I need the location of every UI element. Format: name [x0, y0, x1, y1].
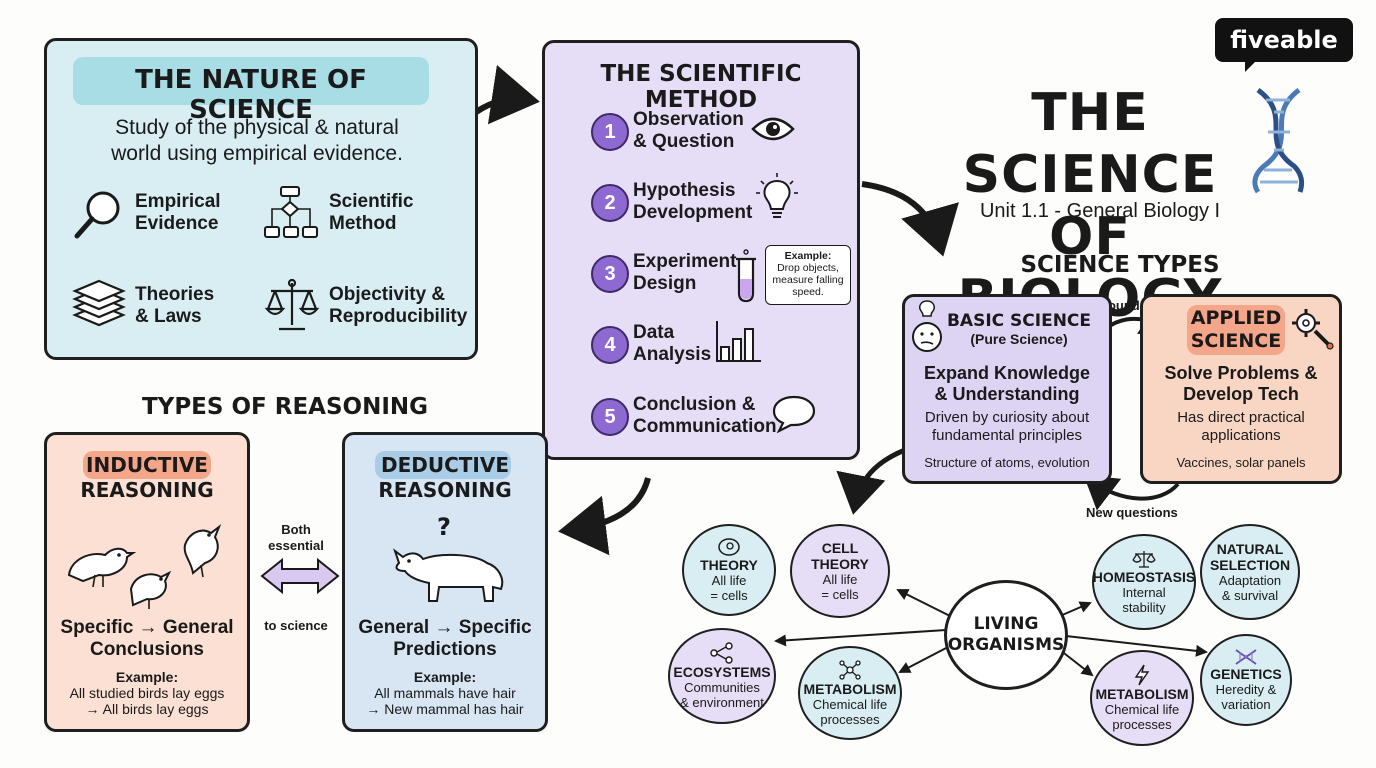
dna-small-icon	[1235, 649, 1257, 665]
lightbulb-icon	[756, 173, 798, 218]
test-tube-icon	[736, 249, 756, 303]
bubble-theory: THEORY All life = cells	[682, 524, 776, 616]
applied-science-example: Vaccines, solar panels	[1176, 455, 1306, 470]
bubble-cell-theory: CELL THEORY All life = cells	[790, 524, 890, 618]
living-organisms-center: LIVING ORGANISMS	[944, 580, 1068, 690]
fiveable-logo: fiveable	[1215, 18, 1353, 72]
layers-icon	[72, 279, 126, 327]
speech-bubble-icon	[772, 395, 816, 433]
basic-science-title: BASIC SCIENCE (Pure Science)	[946, 311, 1092, 347]
bubble-ecosystems: ECOSYSTEMS Communities & environment	[668, 628, 776, 724]
step-1-number: 1	[591, 113, 629, 151]
dna-icon	[1252, 87, 1305, 194]
lightning-icon	[1134, 664, 1150, 686]
applied-science-heading: Solve Problems &Develop Tech	[1164, 363, 1318, 404]
scales-icon	[264, 278, 320, 331]
bubble-metabolism-left: METABOLISM Chemical life processes	[798, 646, 902, 740]
bubble-genetics: GENETICS Heredity & variation	[1200, 634, 1292, 726]
network-icon	[710, 642, 733, 664]
experiment-example-box: Example: Drop objects, measure falling s…	[765, 245, 851, 305]
scientific-method-card: THE SCIENTIFIC METHOD 1 Observation& Que…	[542, 40, 860, 460]
deductive-example: Example: All mammals have hair → New mam…	[366, 669, 524, 717]
gear-wrench-icon	[1292, 309, 1334, 350]
arrow-method-to-types	[861, 181, 959, 257]
science-types-title: SCIENCE TYPES	[1020, 252, 1220, 278]
eye-icon	[751, 117, 795, 141]
magnifier-icon	[74, 191, 120, 239]
step-1-label: Observation& Question	[633, 109, 744, 152]
objectivity-label: Objectivity &Reproducibility	[329, 284, 468, 327]
arrow-method-to-reasoning	[558, 477, 651, 556]
nature-of-science-card: THE NATURE OF SCIENCE Study of the physi…	[44, 38, 478, 360]
cell-icon	[718, 538, 740, 556]
nature-title: THE NATURE OF SCIENCE	[135, 65, 367, 125]
step-5-number: 5	[591, 398, 629, 436]
nature-title-pill	[73, 57, 429, 105]
basic-science-card: BASIC SCIENCE (Pure Science) Expand Know…	[902, 294, 1112, 484]
scales-small-icon	[1132, 551, 1156, 568]
both-essential-arrow	[260, 557, 340, 595]
basic-science-example: Structure of atoms, evolution	[924, 455, 1090, 470]
step-4-number: 4	[591, 326, 629, 364]
birds-icon	[67, 524, 222, 609]
thinking-face-icon	[912, 300, 942, 352]
mammal-icon	[393, 548, 504, 602]
to-science-label: to science	[264, 618, 328, 633]
arrow-new-questions	[1083, 475, 1180, 511]
reasoning-title: TYPES OF REASONING	[141, 394, 429, 420]
page-subtitle: Unit 1.1 - General Biology I	[979, 200, 1221, 222]
inductive-example: Example: All studied birds lay eggs → Al…	[69, 669, 225, 717]
step-2-number: 2	[591, 184, 629, 222]
theories-laws-label: Theories& Laws	[135, 284, 215, 327]
inductive-title-pill	[83, 451, 211, 479]
nature-description: Study of the physical & natural world us…	[111, 116, 403, 165]
bubble-homeostasis: HOMEOSTASIS Internal stability	[1092, 534, 1196, 630]
applied-title-pill	[1187, 305, 1285, 355]
new-questions-label: New questions	[1086, 505, 1178, 520]
method-title: THE SCIENTIFIC METHOD	[600, 61, 802, 113]
flowchart-icon	[264, 186, 318, 238]
basic-science-heading: Expand Knowledge& Understanding	[923, 363, 1091, 404]
step-3-number: 3	[591, 255, 629, 293]
bar-chart-icon	[716, 321, 761, 362]
question-mark: ?	[437, 513, 451, 541]
deductive-title-pill	[375, 451, 511, 479]
molecule-icon	[839, 660, 861, 680]
bubble-natural-selection: NATURAL SELECTION Adaptation & survival	[1200, 524, 1300, 620]
step-5-label: Conclusion &Communication	[633, 394, 777, 437]
bubble-metabolism-right: METABOLISM Chemical life processes	[1090, 650, 1194, 746]
arrow-basic-to-organisms	[836, 447, 906, 515]
